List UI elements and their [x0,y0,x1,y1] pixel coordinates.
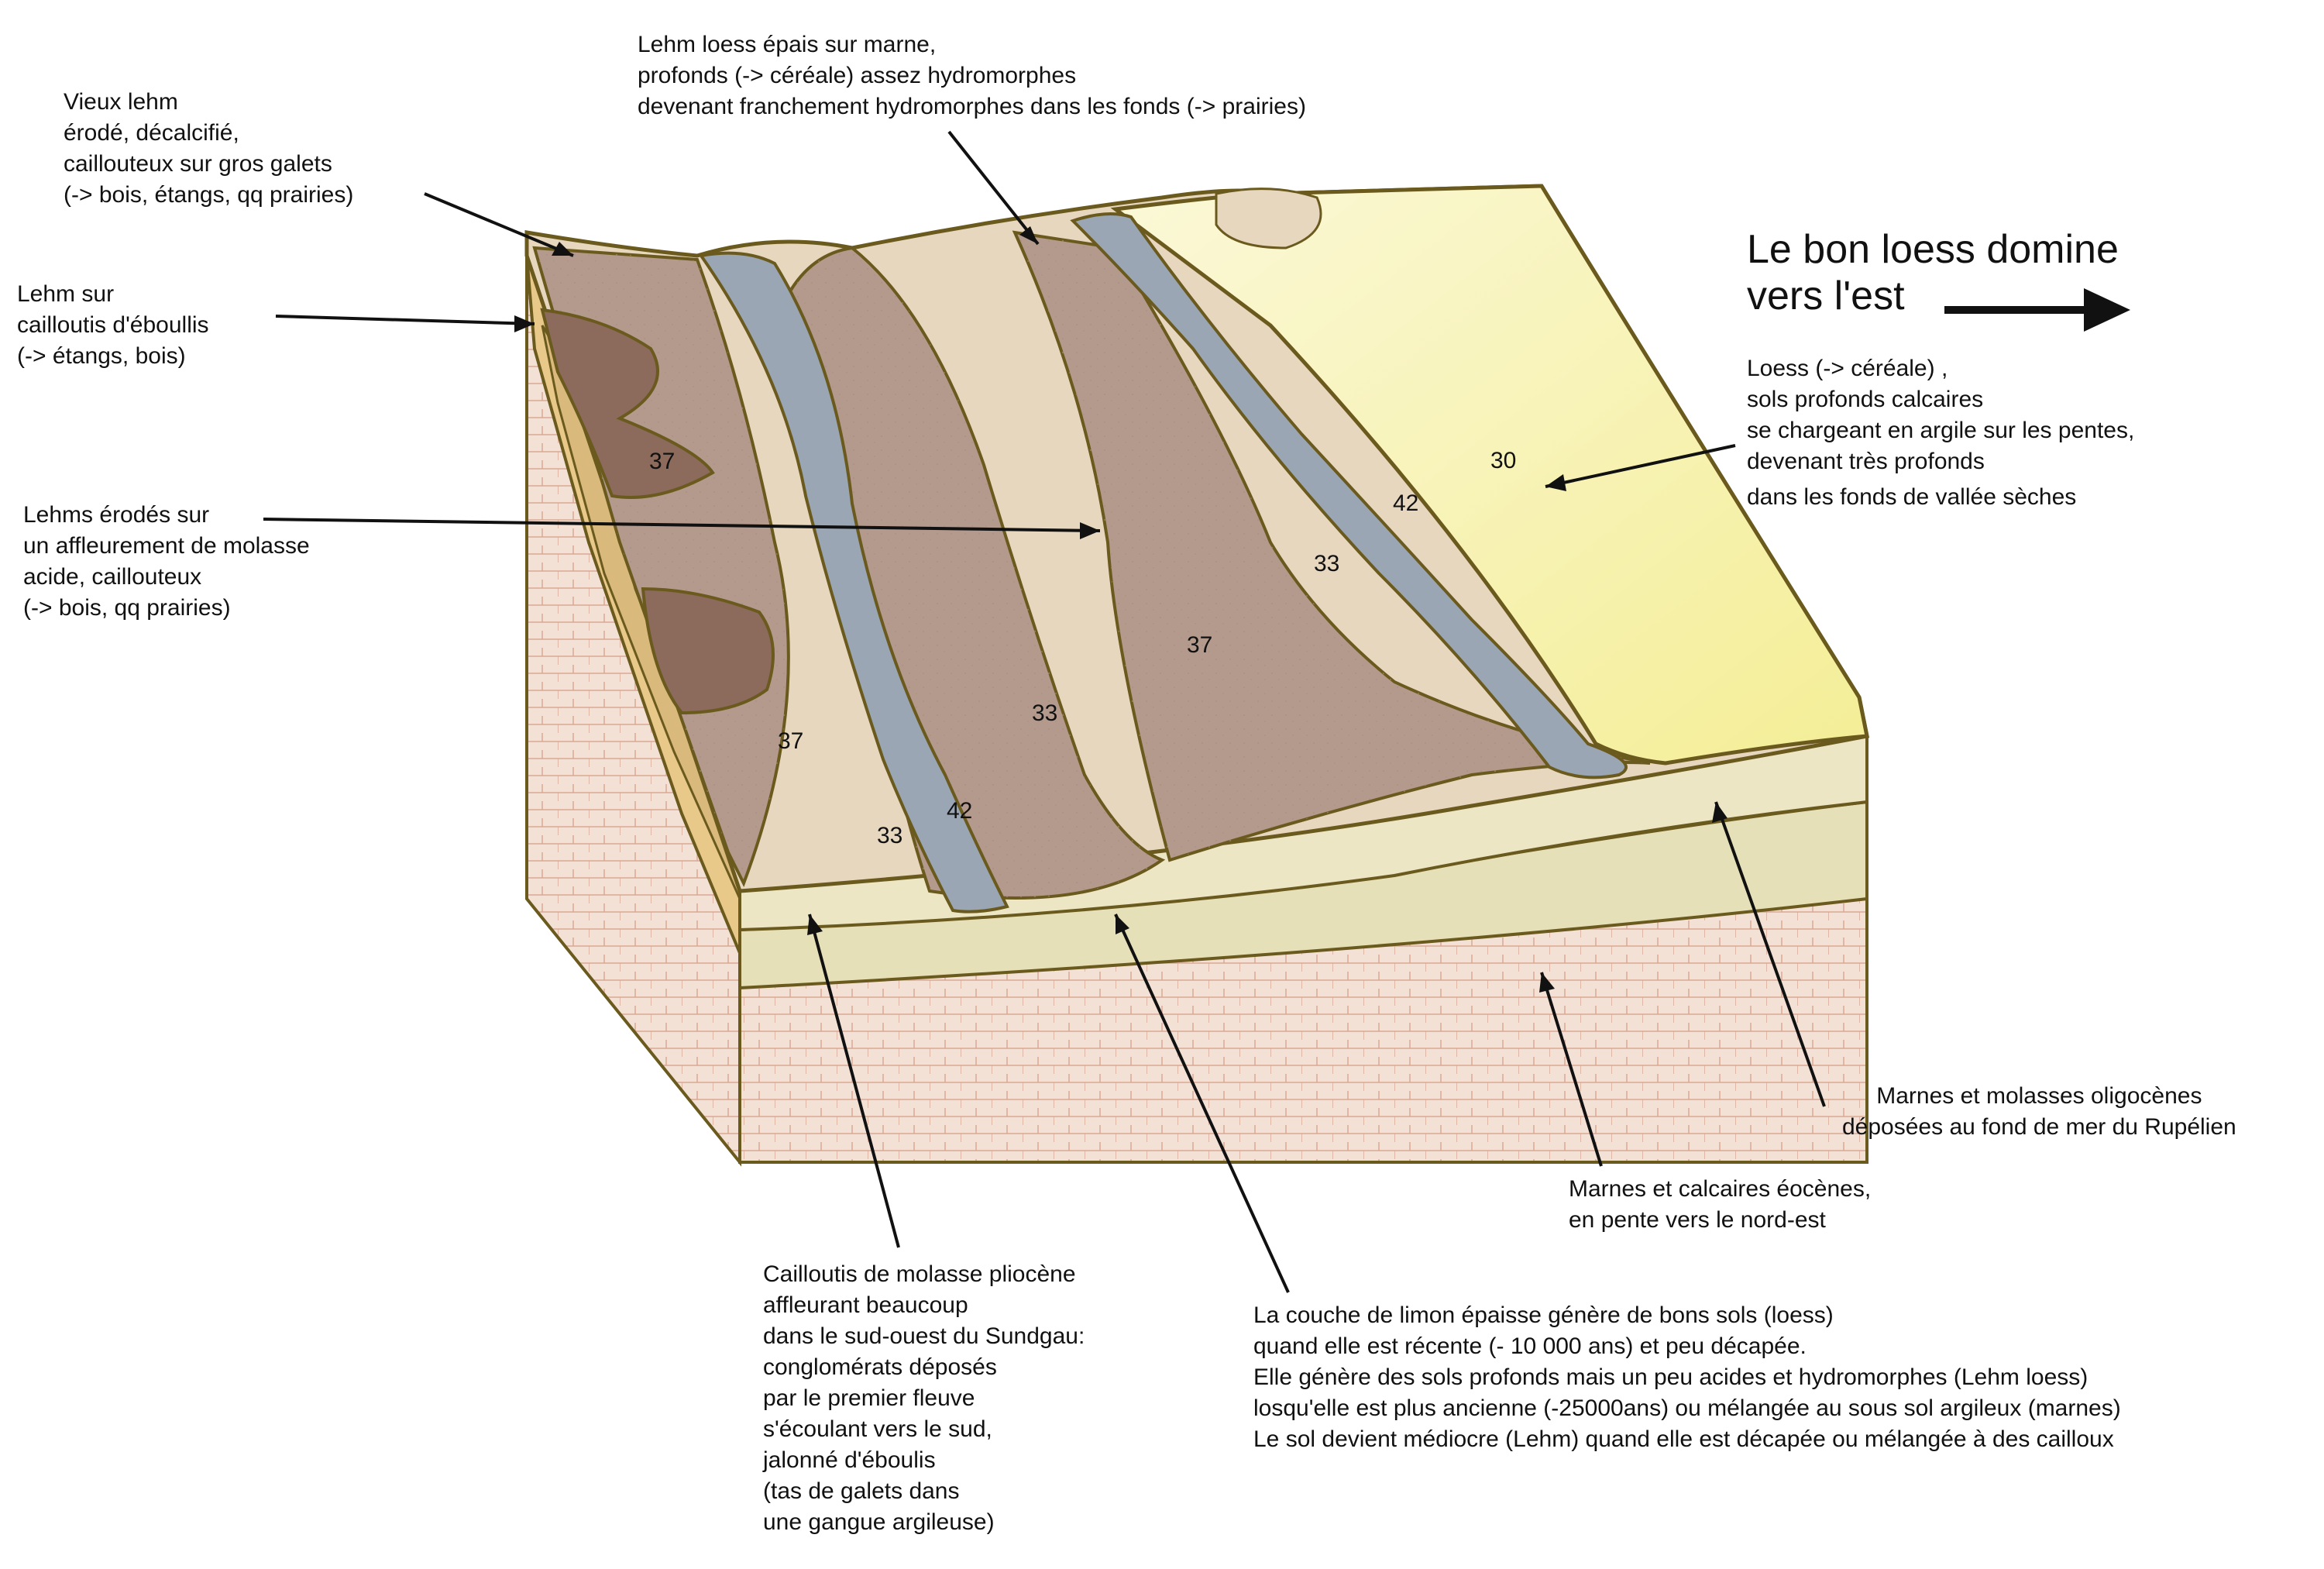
label-marnes-oligocenes: Marnes et molasses oligocènes déposées a… [1842,1081,2236,1143]
label-cailloutis: Cailloutis de molasse pliocène affleuran… [763,1259,1085,1538]
leader-lehm-eboulis [275,315,535,325]
soil-code: 33 [1032,700,1057,726]
label-line: Lehm sur [17,281,115,307]
soil-code: 33 [877,823,902,848]
label-limon: La couche de limon épaisse génère de bon… [1253,1300,2121,1455]
label-line: devenant franchement hydromorphes dans l… [638,94,1306,119]
label-line: une gangue argileuse) [763,1509,995,1535]
label-line: Vieux lehm [64,89,178,115]
soil-code: 42 [947,798,972,824]
arrowhead [1545,474,1566,491]
leader-cailloutis [808,914,900,1248]
label-lehm-eboulis: Lehm sur cailloutis d'éboullis (-> étang… [17,279,209,372]
arrowhead [1539,972,1555,993]
leader-lehm-loess [947,130,1040,246]
arrowhead [1080,522,1100,539]
label-lehms-erodes: Lehms érodés sur un affleurement de mola… [23,500,310,624]
label-line: (-> bois, étangs, qq prairies) [64,182,354,208]
label-line: Marnes et molasses oligocènes [1876,1083,2202,1109]
valley-stream-west [698,251,1009,914]
label-lehm-loess: Lehm loess épais sur marne, profonds (->… [638,29,1306,122]
label-line: (-> bois, qq prairies) [23,595,231,621]
dark-lehm-patch-north [540,308,715,499]
arrowheads [514,226,2130,993]
label-line: par le premier fleuve [763,1385,975,1411]
label-line: La couche de limon épaisse génère de bon… [1253,1302,1834,1328]
label-line: Elle génère des sols profonds mais un pe… [1253,1364,2089,1390]
soil-code: 37 [778,728,803,754]
arrowhead [552,242,573,256]
label-line: en pente vers le nord-est [1569,1207,1826,1233]
leader-marnes-eocene [1540,972,1603,1167]
label-line: affleurant beaucoup [763,1292,968,1318]
block-sides [524,253,1868,1167]
label-line: se chargeant en argile sur les pentes, [1747,418,2135,443]
leader-marnes-oligo [1714,801,1826,1107]
block-top-surface [524,184,1869,914]
arrowhead [1019,226,1038,244]
dark-lehm-patch-south [641,587,775,715]
soil-code: 37 [1187,632,1212,658]
label-loess: Loess (-> céréale) , sols profonds calca… [1747,353,2134,513]
label-line: Marnes et calcaires éocènes, [1569,1176,1872,1202]
headline-line: vers l'est [1747,274,1905,318]
arrowhead [807,914,823,935]
label-line: déposées au fond de mer du Rupélien [1842,1114,2236,1140]
label-vieux-lehm: Vieux lehm érodé, décalcifié, caillouteu… [64,87,353,211]
label-line: Loess (-> céréale) , [1747,356,1948,381]
label-line: Lehms érodés sur [23,502,210,528]
leader-lehms-erodes [263,518,1101,532]
label-line: (tas de galets dans [763,1478,960,1504]
loess-knoll [1215,188,1322,249]
soil-code-labels: 37 37 37 33 33 33 42 42 30 [649,448,1516,848]
soil-code: 33 [1314,551,1339,576]
label-line: un affleurement de molasse [23,533,310,559]
leader-loess [1545,444,1736,488]
loess-zone [1110,184,1869,766]
headline-line: Le bon loess domine [1747,227,2119,272]
label-marnes-eocenes: Marnes et calcaires éocènes, en pente ve… [1569,1174,1871,1236]
label-line: (-> étangs, bois) [17,343,186,369]
label-line: érodé, décalcifié, [64,120,239,146]
label-line: s'écoulant vers le sud, [763,1416,992,1442]
soil-code: 30 [1490,448,1516,473]
label-line: losqu'elle est plus ancienne (-25000ans)… [1253,1395,2121,1421]
headline-arrowhead [2084,288,2130,332]
leader-lines [263,130,2092,1293]
label-line: devenant très profonds [1747,449,1985,474]
arrowhead [1116,914,1129,934]
headline: Le bon loess domine vers l'est [1747,226,2119,319]
label-line: cailloutis d'éboullis [17,312,209,338]
lehm-band-east-texture [1015,232,1650,860]
label-line: conglomérats déposés [763,1354,997,1380]
label-line: Lehm loess épais sur marne, [638,32,937,57]
label-line: quand elle est récente (- 10 000 ans) et… [1253,1333,1807,1359]
arrowhead [1712,802,1728,823]
label-line: Le sol devient médiocre (Lehm) quand ell… [1253,1426,2114,1452]
valley-stream-east [1070,212,1628,779]
lehm-band-middle-texture [775,248,1162,898]
label-line: profonds (-> céréale) assez hydromorphes [638,63,1077,88]
label-line: acide, caillouteux [23,564,202,590]
label-line: caillouteux sur gros galets [64,151,332,177]
arrowhead [514,315,535,332]
leader-limon [1114,914,1290,1293]
soil-code: 37 [649,449,675,474]
label-line: sols profonds calcaires [1747,387,1984,412]
soil-code: 42 [1393,490,1418,516]
label-line: dans le sud-ouest du Sundgau: [763,1323,1085,1349]
label-line: dans les fonds de vallée sèches [1747,484,2077,510]
leader-vieux-lehm [424,192,574,257]
label-line: jalonné d'éboulis [763,1447,936,1473]
label-line: Cailloutis de molasse pliocène [763,1261,1076,1287]
